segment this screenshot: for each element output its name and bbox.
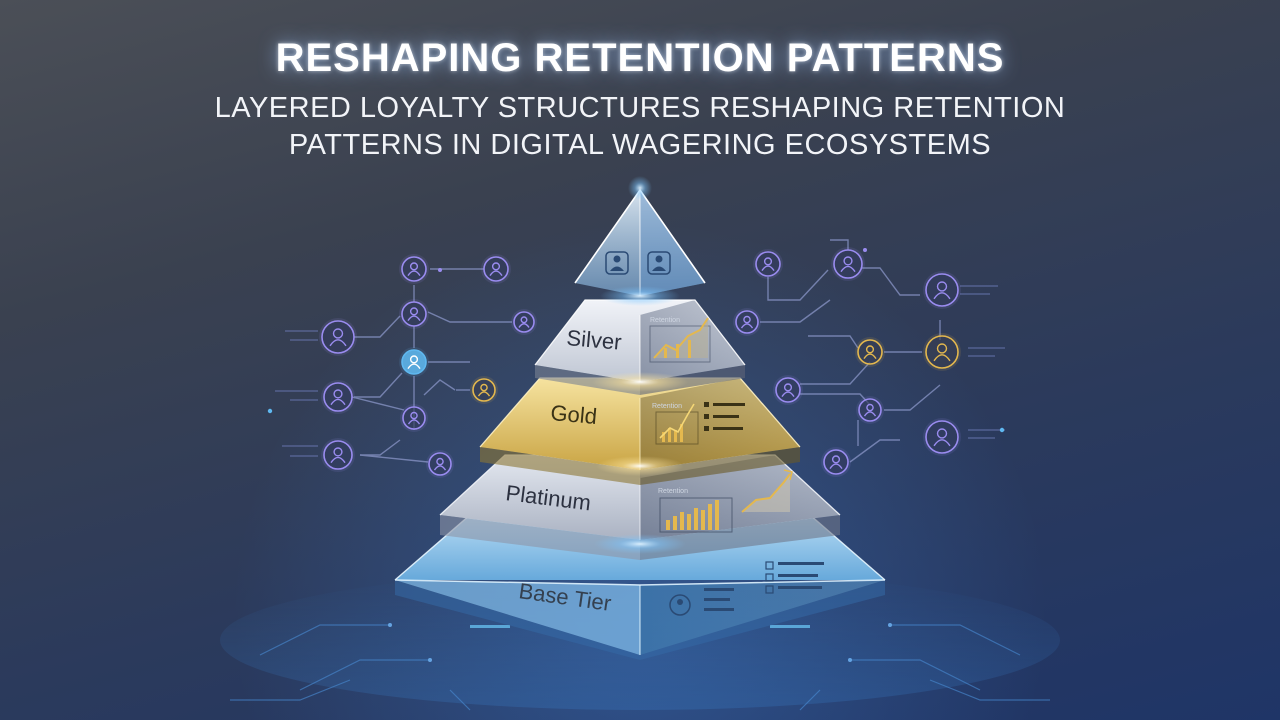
user-icon (470, 376, 498, 404)
user-icon (753, 249, 783, 279)
user-icon (319, 318, 357, 356)
user-icon (426, 450, 454, 478)
gold-panel-label: Retention (652, 403, 682, 410)
tier-gold: Gold Retention (479, 377, 801, 485)
tier-label-silver: Silver (566, 325, 623, 355)
base-tier-panel (669, 561, 824, 616)
tier-label-gold: Gold (550, 400, 598, 429)
user-icon (399, 347, 429, 377)
loyalty-pyramid: Base Tier Platinum (394, 176, 886, 660)
page-title: RESHAPING RETENTION PATTERNS (275, 36, 1005, 80)
silver-gold-glow (592, 372, 688, 392)
left-user-network (267, 268, 512, 463)
list-icon (704, 402, 745, 431)
tier-apex (574, 188, 706, 296)
platinum-panel-label: Retention (658, 488, 688, 495)
subtitle-line-2: PATTERNS IN DIGITAL WAGERING ECOSYSTEMS (288, 129, 992, 161)
user-icon (821, 447, 851, 477)
user-icon (399, 254, 429, 284)
user-icon (831, 247, 865, 281)
subtitle-line-1: LAYERED LOYALTY STRUCTURES RESHAPING RET… (214, 92, 1066, 124)
user-icon (511, 309, 537, 335)
line-chart-icon (741, 469, 793, 513)
user-icon (923, 333, 961, 371)
user-icon (321, 380, 355, 414)
user-icon (605, 251, 629, 275)
line-chart-icon (655, 403, 699, 445)
user-icon (399, 299, 429, 329)
apex-glow (600, 286, 680, 306)
user-icon (923, 418, 961, 456)
user-icon (856, 396, 884, 424)
user-icon (481, 254, 511, 284)
page-subtitle: LAYERED LOYALTY STRUCTURES RESHAPING RET… (0, 90, 1280, 164)
user-icon (647, 251, 671, 275)
user-icon (773, 375, 803, 405)
user-icon (855, 337, 885, 367)
gold-platinum-glow (596, 456, 684, 476)
line-chart-icon (649, 317, 711, 363)
bar-chart-icon (659, 497, 733, 533)
user-icon (733, 308, 761, 336)
user-icon (923, 271, 961, 309)
user-nodes (319, 247, 961, 478)
user-icon (400, 404, 428, 432)
silver-panel-label: Retention (650, 317, 680, 324)
user-icon (321, 438, 355, 472)
